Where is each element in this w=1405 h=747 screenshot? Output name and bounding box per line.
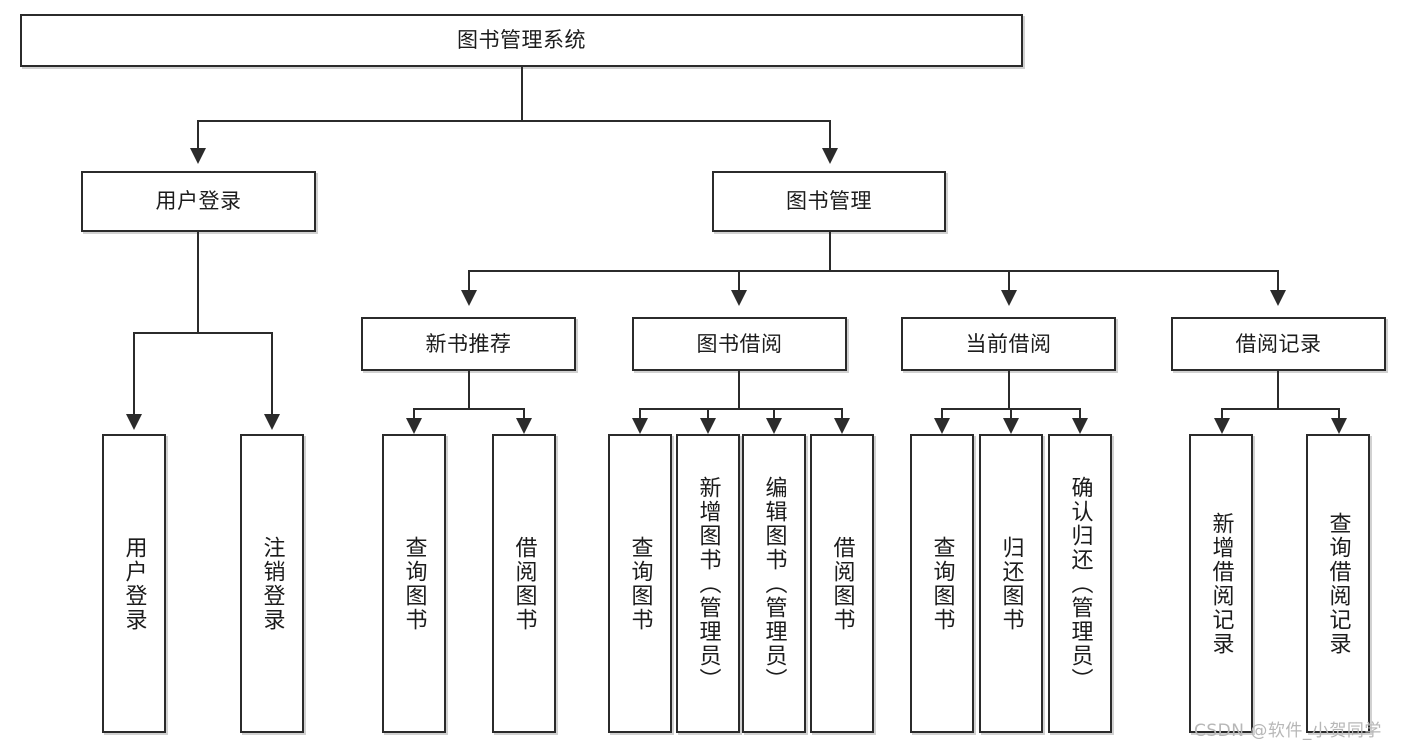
connector-new-book-leaf2 xyxy=(523,408,525,420)
arrow-cb-leaf3 xyxy=(1072,418,1088,434)
node-label: 图书管理 xyxy=(786,189,872,214)
connector-bb-leaf1 xyxy=(639,408,641,420)
arrow-bm-to-current xyxy=(1001,290,1017,306)
node-label: 新增图书（管理员） xyxy=(695,475,721,692)
leaf-borrow-record-query[interactable]: 查询借阅记录 xyxy=(1306,434,1370,733)
node-label: 新书推荐 xyxy=(425,331,512,356)
connector-borrow-record-stem xyxy=(1277,371,1279,409)
node-borrow-record[interactable]: 借阅记录 xyxy=(1171,317,1386,371)
node-label: 查询图书 xyxy=(627,535,653,632)
arrow-bm-to-record xyxy=(1270,290,1286,306)
arrow-new-book-leaf1 xyxy=(406,418,422,434)
node-label: 查询借阅记录 xyxy=(1325,511,1351,656)
connector-bb-leaf4 xyxy=(841,408,843,420)
arrow-bb-leaf1 xyxy=(632,418,648,434)
arrow-bm-to-borrow xyxy=(731,290,747,306)
arrow-bb-leaf3 xyxy=(766,418,782,434)
leaf-book-borrow-borrow[interactable]: 借阅图书 xyxy=(810,434,874,733)
connector-user-login-leaf2 xyxy=(271,332,273,416)
leaf-book-borrow-edit[interactable]: 编辑图书（管理员） xyxy=(742,434,806,733)
connector-bb-leaf2 xyxy=(707,408,709,420)
arrow-bb-leaf4 xyxy=(834,418,850,434)
leaf-current-borrow-return[interactable]: 归还图书 xyxy=(979,434,1043,733)
connector-new-book-bus xyxy=(413,408,524,410)
node-label: 用户登录 xyxy=(155,189,242,214)
connector-user-login-bus xyxy=(133,332,272,334)
node-label: 图书借阅 xyxy=(696,331,783,356)
connector-book-borrow-bus xyxy=(639,408,842,410)
connector-cb-leaf3 xyxy=(1079,408,1081,420)
node-label: 注销登录 xyxy=(259,535,285,632)
connector-book-borrow-stem xyxy=(738,371,740,409)
connector-current-borrow-stem xyxy=(1008,371,1010,409)
node-label: 借阅图书 xyxy=(829,535,855,632)
connector-root-to-user-login xyxy=(197,120,199,150)
leaf-user-login-login[interactable]: 用户登录 xyxy=(102,434,166,733)
leaf-current-borrow-confirm[interactable]: 确认归还（管理员） xyxy=(1048,434,1112,733)
node-book-borrow[interactable]: 图书借阅 xyxy=(632,317,847,371)
node-label: 新增借阅记录 xyxy=(1208,511,1234,656)
node-label: 编辑图书（管理员） xyxy=(761,475,787,692)
arrow-cb-leaf2 xyxy=(1003,418,1019,434)
node-new-book-recommend[interactable]: 新书推荐 xyxy=(361,317,576,371)
arrow-root-to-user-login xyxy=(190,148,206,164)
node-label: 用户登录 xyxy=(121,535,147,632)
node-book-management[interactable]: 图书管理 xyxy=(712,171,946,232)
leaf-new-book-query[interactable]: 查询图书 xyxy=(382,434,446,733)
connector-borrow-record-bus xyxy=(1221,408,1339,410)
connector-bm-to-record xyxy=(1277,270,1279,292)
connector-user-login-leaf1 xyxy=(133,332,135,416)
connector-new-book-leaf1 xyxy=(413,408,415,420)
node-user-login[interactable]: 用户登录 xyxy=(81,171,316,232)
connector-root-stem xyxy=(521,67,523,121)
connector-cb-leaf2 xyxy=(1010,408,1012,420)
connector-book-management-bus xyxy=(468,270,1279,272)
arrow-bm-to-new-book xyxy=(461,290,477,306)
arrow-br-leaf2 xyxy=(1331,418,1347,434)
connector-root-bus xyxy=(197,120,831,122)
node-label: 确认归还（管理员） xyxy=(1067,475,1093,692)
connector-new-book-stem xyxy=(468,371,470,409)
node-label: 查询图书 xyxy=(401,535,427,632)
leaf-user-login-logout[interactable]: 注销登录 xyxy=(240,434,304,733)
arrow-user-login-leaf1 xyxy=(126,414,142,430)
connector-bm-to-current xyxy=(1008,270,1010,292)
leaf-current-borrow-query[interactable]: 查询图书 xyxy=(910,434,974,733)
leaf-new-book-borrow[interactable]: 借阅图书 xyxy=(492,434,556,733)
node-label: 查询图书 xyxy=(929,535,955,632)
connector-root-to-book-manage xyxy=(829,120,831,150)
connector-user-login-stem xyxy=(197,232,199,333)
node-root-system[interactable]: 图书管理系统 xyxy=(20,14,1023,67)
node-current-borrow[interactable]: 当前借阅 xyxy=(901,317,1116,371)
arrow-cb-leaf1 xyxy=(934,418,950,434)
connector-cb-leaf1 xyxy=(941,408,943,420)
connector-br-leaf1 xyxy=(1221,408,1223,420)
arrow-new-book-leaf2 xyxy=(516,418,532,434)
connector-br-leaf2 xyxy=(1338,408,1340,420)
connector-bb-leaf3 xyxy=(773,408,775,420)
connector-book-management-stem xyxy=(829,232,831,271)
arrow-root-to-book-manage xyxy=(822,148,838,164)
connector-bm-to-new-book xyxy=(468,270,470,292)
node-label: 借阅图书 xyxy=(511,535,537,632)
connector-bm-to-borrow xyxy=(738,270,740,292)
node-label: 借阅记录 xyxy=(1235,331,1322,356)
arrow-br-leaf1 xyxy=(1214,418,1230,434)
leaf-book-borrow-query[interactable]: 查询图书 xyxy=(608,434,672,733)
node-label: 归还图书 xyxy=(998,535,1024,632)
node-label: 当前借阅 xyxy=(965,331,1052,356)
arrow-user-login-leaf2 xyxy=(264,414,280,430)
node-label: 图书管理系统 xyxy=(457,28,586,53)
leaf-book-borrow-add[interactable]: 新增图书（管理员） xyxy=(676,434,740,733)
arrow-bb-leaf2 xyxy=(700,418,716,434)
leaf-borrow-record-add[interactable]: 新增借阅记录 xyxy=(1189,434,1253,733)
